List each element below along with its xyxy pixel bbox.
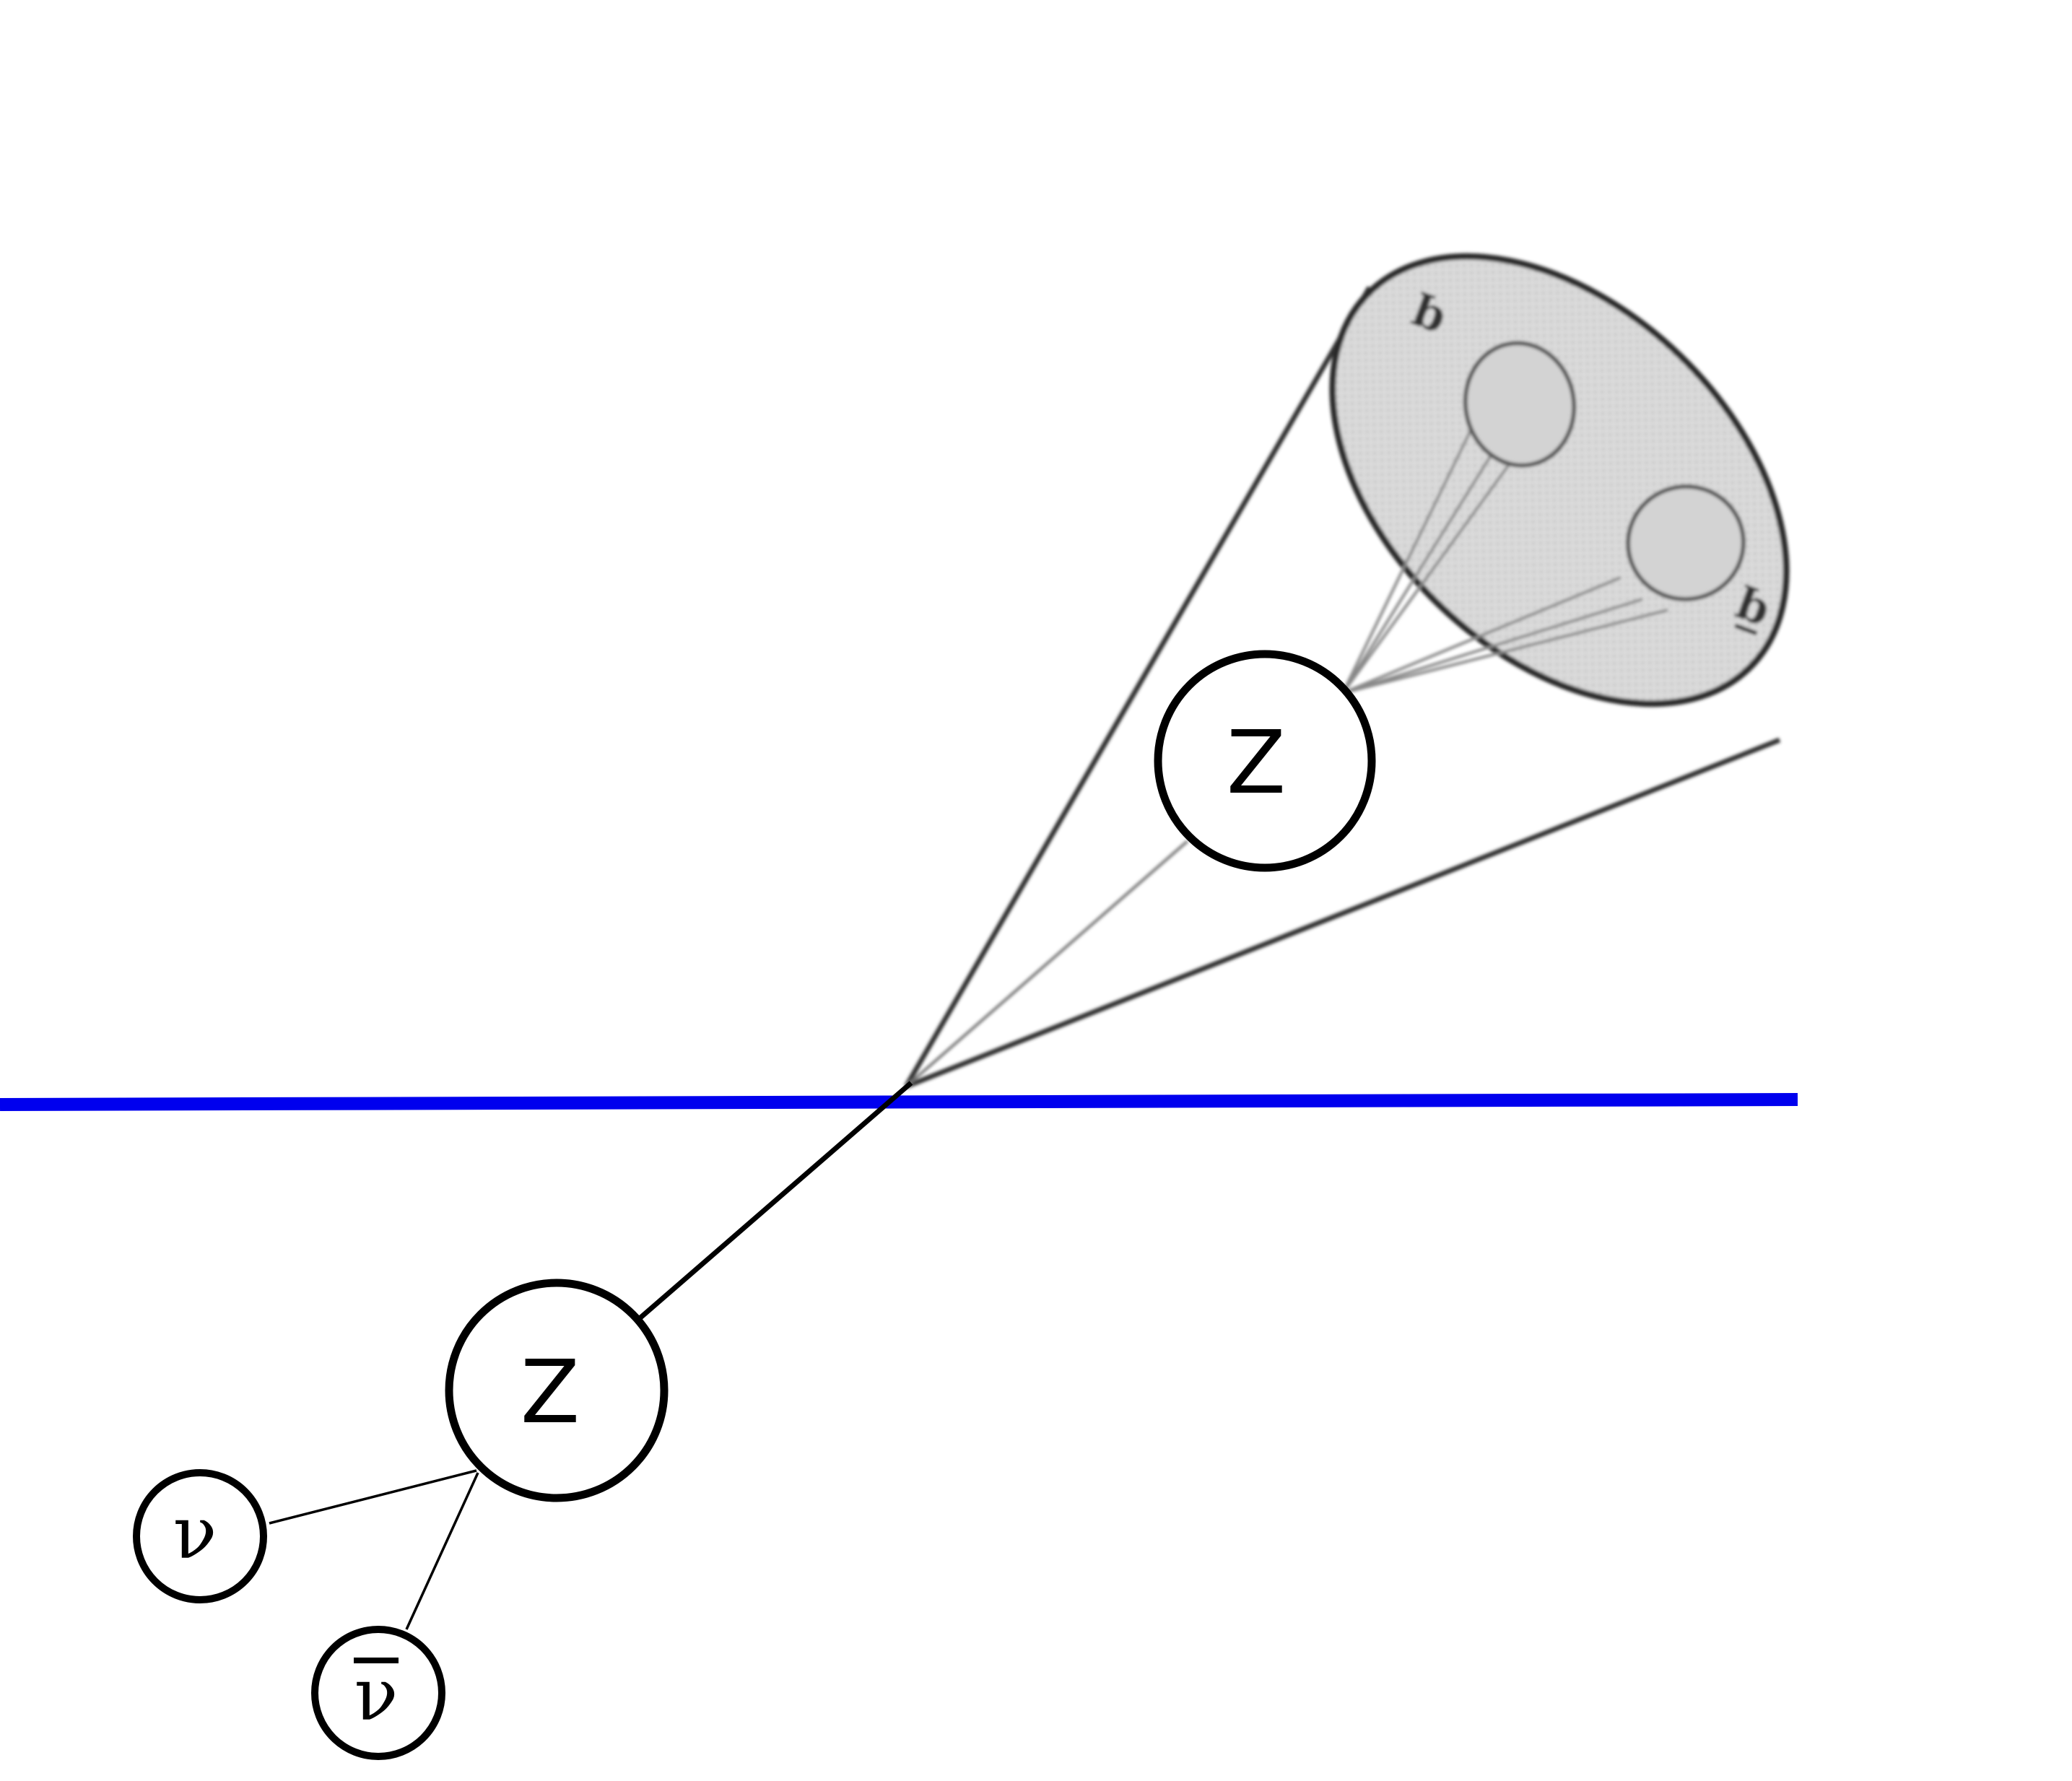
cone-inner-line (905, 840, 1189, 1088)
neutrino-circle (133, 1469, 267, 1603)
neutrino-label: ν (173, 1491, 217, 1575)
cone-edge-lower (905, 737, 1781, 1089)
subjet-antiquark-blob (1626, 484, 1746, 602)
antineutrino-node: ν (311, 1626, 445, 1760)
subjet-quark-blob (1463, 341, 1577, 468)
jet-cone: q q̅ (903, 253, 1790, 1089)
jet-subcones (1341, 425, 1668, 694)
lower-z-circle (445, 1279, 669, 1502)
upper-z-label: Z (1227, 713, 1286, 814)
cone-edge-upper (903, 286, 1372, 1088)
neutrino-node: ν (133, 1469, 267, 1603)
upper-z-circle (1154, 650, 1376, 872)
neutrino-line (269, 1469, 477, 1525)
beam-line (0, 1093, 1798, 1111)
lower-z-label: Z (521, 1343, 580, 1443)
lower-z-boson: Z (445, 1279, 669, 1502)
antineutrino-circle (311, 1626, 445, 1760)
boson-track (637, 1081, 913, 1321)
antineutrino-label: ν (354, 1652, 399, 1737)
upper-z-boson: Z (1154, 650, 1376, 872)
antineutrino-line (405, 1472, 479, 1630)
